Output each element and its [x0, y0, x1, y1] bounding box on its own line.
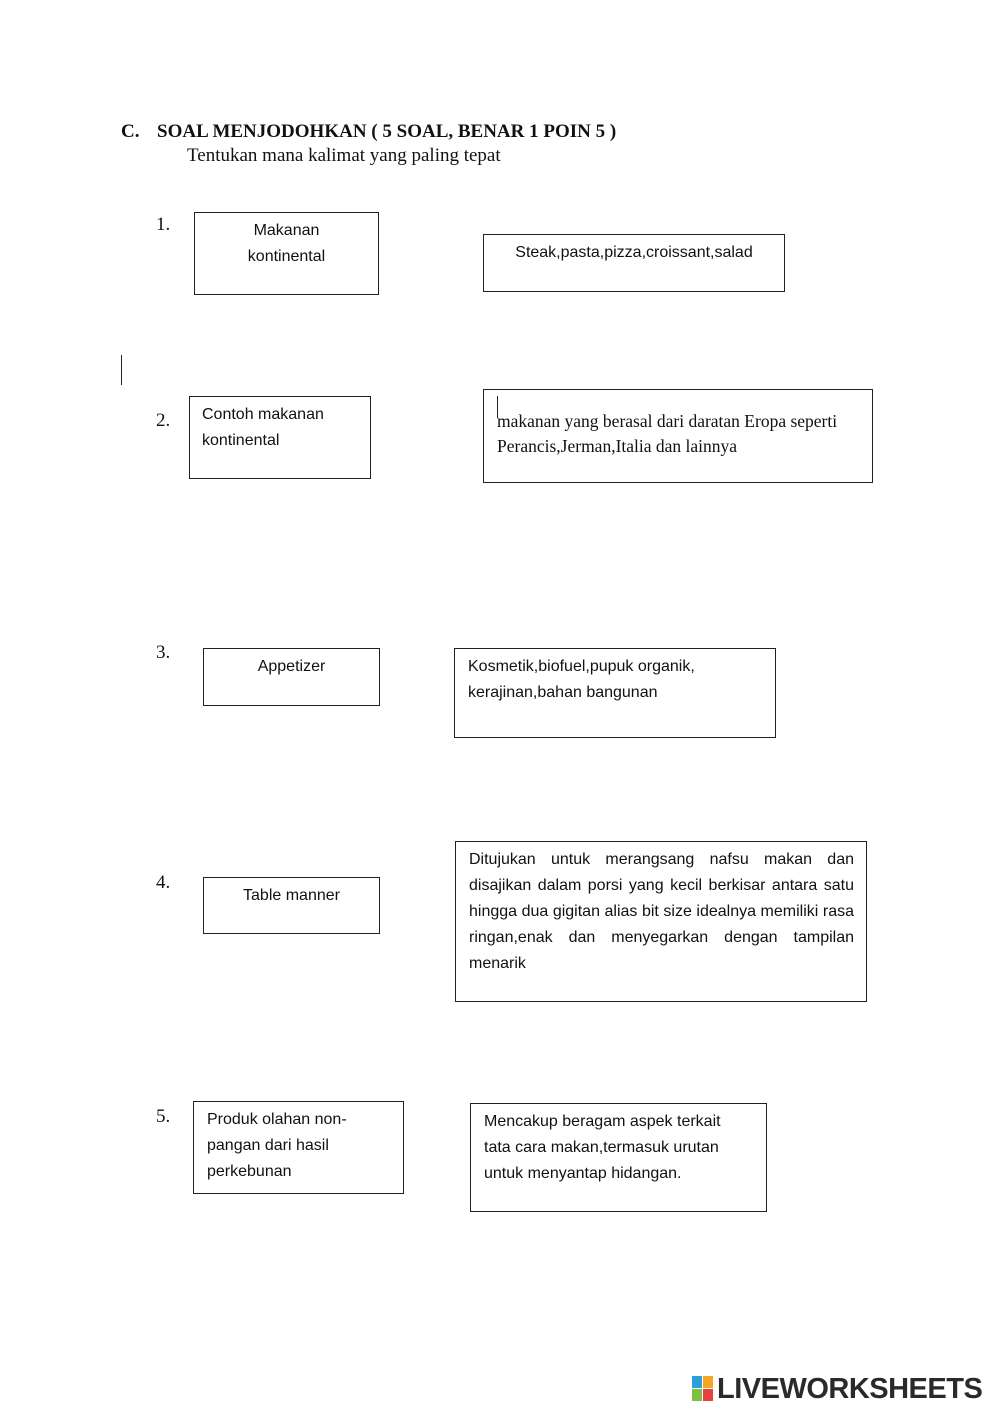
- left-box-5[interactable]: Produk olahan non-pangan dari hasil perk…: [193, 1101, 404, 1194]
- section-heading: C. SOAL MENJODOHKAN ( 5 SOAL, BENAR 1 POI…: [121, 121, 616, 143]
- logo-tile-3: [692, 1389, 702, 1401]
- logo-tile-4: [703, 1389, 713, 1401]
- right-box-4[interactable]: Ditujukan untuk merangsang nafsu makan d…: [455, 841, 867, 1002]
- right-box-1[interactable]: Steak,pasta,pizza,croissant,salad: [483, 234, 785, 292]
- brand-name: LIVEWORKSHEETS: [717, 1372, 983, 1405]
- cursor-mark: [121, 355, 122, 385]
- left-box-4[interactable]: Table manner: [203, 877, 380, 934]
- question-number-3: 3.: [156, 642, 171, 663]
- question-number-5: 5.: [156, 1106, 171, 1127]
- section-letter: C.: [121, 121, 140, 142]
- liveworksheets-logo: LIVEWORKSHEETS: [692, 1372, 983, 1405]
- right-box-2[interactable]: makanan yang berasal dari daratan Eropa …: [483, 389, 873, 483]
- question-number-2: 2.: [156, 410, 171, 431]
- left-box-3[interactable]: Appetizer: [203, 648, 380, 706]
- right-box-3[interactable]: Kosmetik,biofuel,pupuk organik, kerajina…: [454, 648, 776, 738]
- section-title: SOAL MENJODOHKAN ( 5 SOAL, BENAR 1 POIN …: [157, 121, 617, 142]
- question-number-1: 1.: [156, 214, 171, 235]
- logo-tile-2: [703, 1376, 713, 1388]
- instruction-text: Tentukan mana kalimat yang paling tepat: [187, 145, 501, 166]
- liveworksheets-logo-icon: [692, 1376, 714, 1402]
- left-box-2[interactable]: Contoh makanan kontinental: [189, 396, 371, 479]
- logo-tile-1: [692, 1376, 702, 1388]
- left-box-1[interactable]: Makanan kontinental: [194, 212, 379, 295]
- question-number-4: 4.: [156, 872, 171, 893]
- text-cursor: [497, 396, 498, 418]
- right-box-5[interactable]: Mencakup beragam aspek terkait tata cara…: [470, 1103, 767, 1212]
